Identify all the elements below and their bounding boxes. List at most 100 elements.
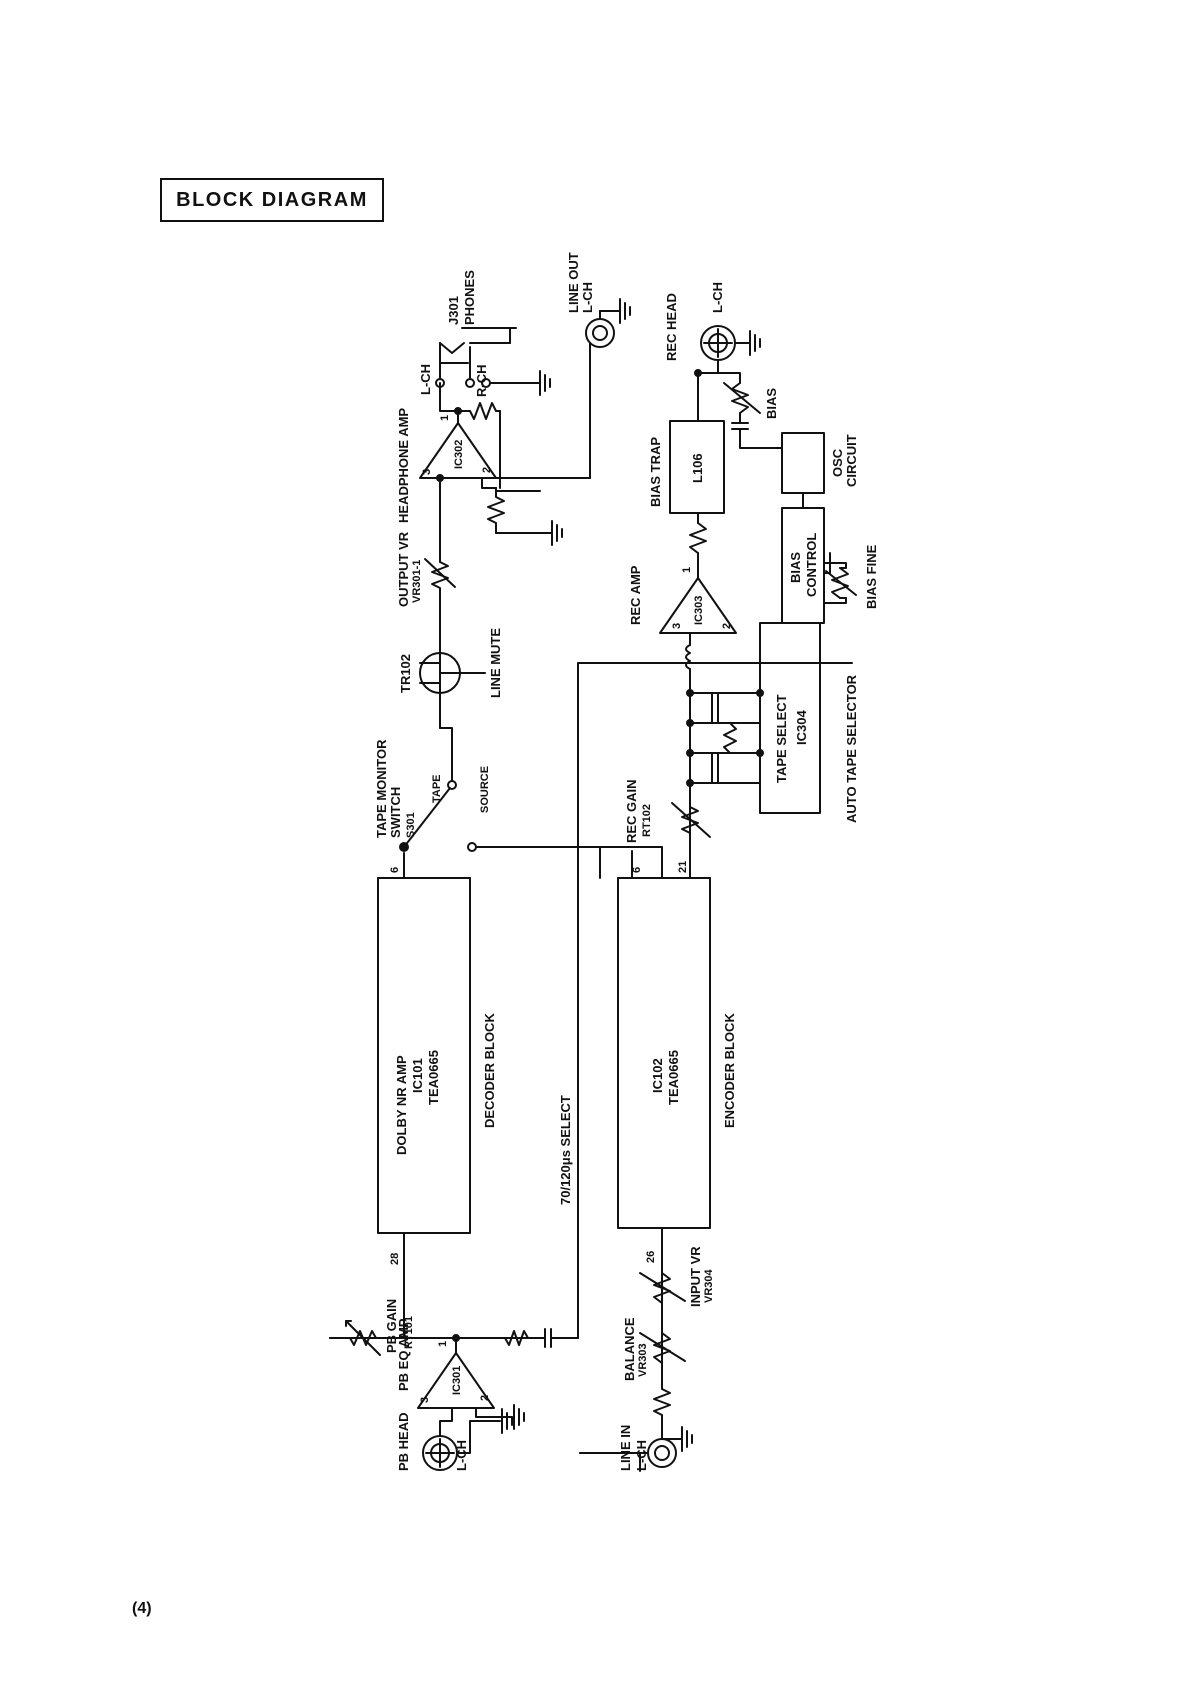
label-output-vr: OUTPUT VR [396,531,411,607]
label-bias-fine: BIAS FINE [864,544,879,609]
label-rec-amp: REC AMP [628,565,643,625]
label-input-vr: INPUT VR [688,1246,703,1307]
label-r-ch-out: R-CH [474,365,489,398]
label-pb-eq-amp: PB EQ AMP [396,1318,411,1391]
label-l106: L106 [690,453,705,483]
ground-symbol [513,1404,525,1430]
label-select-70-120: 70/120μs SELECT [558,1095,573,1205]
label-line-out-ch: L-CH [580,282,595,313]
inductor [685,644,691,670]
label-rec-head: REC HEAD [664,293,679,361]
balance-vr303[interactable] [639,1332,686,1364]
diagram-title: BLOCK DIAGRAM [160,178,384,222]
label-pb-head-ch: L-CH [454,1440,469,1471]
rc-network [489,1328,579,1348]
label-tea0665-b: TEA0665 [666,1050,681,1105]
ground-symbol [539,370,551,396]
label-vr301-1: VR301-1 [411,560,423,603]
label-j301: J301 [446,296,461,325]
label-s301: S301 [405,812,417,838]
label-line-out: LINE OUT [566,252,581,313]
ground-symbol [619,298,631,324]
label-dolby-nr-amp: DOLBY NR AMP [394,1055,409,1155]
label-ic303: IC303 [693,596,705,625]
pin-ic301-out: 1 [437,1341,449,1347]
pin-ic301-in-p: 3 [419,1397,431,1403]
label-tea0665-a: TEA0665 [426,1050,441,1105]
label-line-in: LINE IN [618,1425,633,1471]
pb-eq-amp-ic301 [417,1352,495,1409]
label-rt101: RT101 [403,1316,415,1349]
tr102-line-mute [419,652,486,694]
page-number: (4) [132,1600,152,1617]
label-balance: BALANCE [622,1317,637,1381]
wire [439,382,459,412]
ic304-tape-select [759,622,821,814]
wire [456,1420,501,1454]
input-vr304[interactable] [639,1272,686,1304]
pin-ic101-out: 6 [389,867,401,873]
bias-fine-vr[interactable] [823,567,857,599]
pin-ic102-in: 26 [645,1251,657,1263]
label-bias-trap: BIAS TRAP [648,437,663,507]
ground-symbol [501,1408,513,1434]
pb-head [422,1435,458,1471]
output-vr-301-1[interactable] [424,551,456,599]
ic102-encoder-block [617,877,711,1229]
rec-head [700,325,736,361]
line-out-jack [585,310,621,348]
label-vr303: VR303 [637,1343,649,1377]
label-pb-head: PB HEAD [396,1412,411,1471]
osc-circuit [781,432,825,494]
label-tr102: TR102 [398,654,413,693]
pin-ic101-in: 28 [389,1253,401,1265]
label-pb-gain: PB GAIN [384,1299,399,1353]
wire [495,487,541,492]
bias-vr[interactable] [723,382,761,414]
pin-ic303-out: 1 [681,567,693,573]
pin-ic301-in-n: 2 [479,1395,491,1401]
label-ic102: IC102 [650,1058,665,1093]
label-decoder-block: DECODER BLOCK [482,1013,497,1128]
label-encoder-block: ENCODER BLOCK [722,1013,737,1128]
label-tape-select: TAPE SELECT [774,694,789,783]
pin-ic302-in-n: 2 [481,467,493,473]
select-line-70-120 [577,662,853,1339]
bias-control [781,507,825,624]
label-l-ch-out: L-CH [418,364,433,395]
label-ic304: IC304 [794,710,809,745]
label-auto-tape-selector: AUTO TAPE SELECTOR [844,674,859,823]
tape-select-ladder [686,682,764,787]
label-osc-2: CIRCUIT [844,434,859,487]
label-ic302: IC302 [453,440,465,469]
rec-amp-ic303 [659,577,737,634]
label-tape-monitor-2: SWITCH [388,787,403,838]
ic101-dolby-block [377,877,471,1234]
label-vr304: VR304 [703,1268,715,1303]
ground-symbol [749,330,761,356]
label-bias: BIAS [764,388,779,419]
pin-ic102-out-b: 21 [677,861,689,873]
ground-symbol [681,1426,693,1452]
label-osc-1: OSC [830,448,845,477]
label-rec-gain: REC GAIN [624,779,639,843]
pin-ic102-out-a: 6 [631,867,643,873]
label-bias-control-2: CONTROL [804,533,819,597]
rec-gain-rt102[interactable] [671,796,711,844]
line-in-jack [647,1438,677,1468]
label-phones: PHONES [462,270,477,325]
label-line-in-ch: L-CH [634,1440,649,1471]
label-bias-control-1: BIAS [788,552,803,583]
label-tape-monitor-1: TAPE MONITOR [374,739,389,838]
label-headphone-amp: HEADPHONE AMP [396,408,411,523]
label-rec-head-ch: L-CH [710,282,725,313]
wire [439,1407,453,1437]
label-source: SOURCE [479,766,491,813]
pin-ic303-in-n: 2 [721,623,733,629]
ground-symbol [551,520,563,546]
label-rt102: RT102 [641,804,653,837]
label-ic101: IC101 [410,1058,425,1093]
label-ic301: IC301 [451,1366,463,1395]
pin-ic302-in-p: 3 [421,469,433,475]
